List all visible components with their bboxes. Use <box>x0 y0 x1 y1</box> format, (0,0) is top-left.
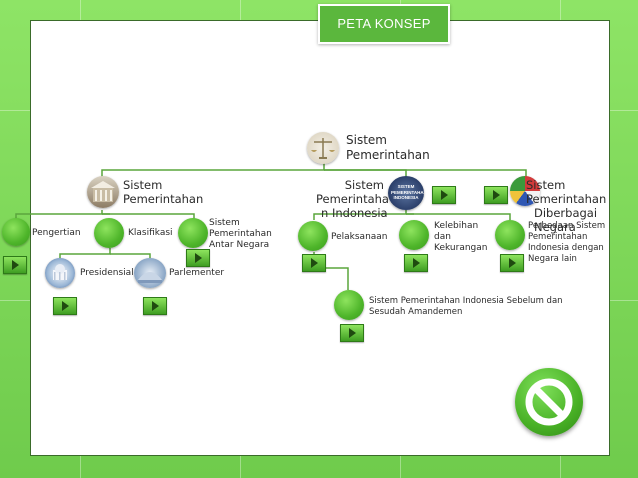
middle-label-line: n Indonesia <box>321 206 388 220</box>
middle-label-line: Sistem <box>344 178 384 192</box>
connector <box>313 210 407 220</box>
scales-icon <box>307 132 339 164</box>
sebelum-sesudah-line: Sistem Pemerintahan Indonesia Sebelum da… <box>369 296 563 306</box>
connector <box>15 210 103 220</box>
sebelum-sesudah-node[interactable] <box>334 290 364 320</box>
middle-label: Sistem Pemerintaha <box>316 178 389 206</box>
building-icon[interactable] <box>87 176 119 208</box>
presidensial-label: Presidensial <box>80 268 134 278</box>
kelebihan-line: Kelebihan <box>434 221 479 231</box>
badge-line: SISTEM <box>397 184 415 189</box>
play-icon[interactable] <box>432 186 456 204</box>
stop-symbol <box>525 378 573 426</box>
pelaksanaan-label: Pelaksanaan <box>331 232 388 242</box>
connector <box>324 169 407 178</box>
right-label: Sistem Pemerintahan Diberbagai Negara <box>526 178 638 234</box>
kelebihan-line: dan <box>434 232 451 242</box>
presidensial-icon[interactable] <box>45 258 75 288</box>
kelebihan-label: Kelebihan dan Kekurangan <box>434 221 487 254</box>
play-icon[interactable] <box>302 254 326 272</box>
indonesia-badge-icon[interactable]: SISTEM PEMERINTAHAN INDONESIA <box>388 176 424 210</box>
parlementer-icon[interactable] <box>134 258 166 288</box>
connector <box>406 213 511 220</box>
right-label-line: Diberbagai Negara <box>534 206 598 234</box>
play-icon[interactable] <box>484 186 508 204</box>
perbedaan-line: Pemerintahan <box>528 232 588 242</box>
pengertian-node[interactable] <box>2 218 30 246</box>
klasifikasi-node[interactable] <box>94 218 124 248</box>
pelaksanaan-node[interactable] <box>298 221 328 251</box>
slide-title: PETA KONSEP <box>318 4 450 44</box>
kelebihan-line: Kekurangan <box>434 243 488 253</box>
play-icon[interactable] <box>3 256 27 274</box>
root-label-line: Sistem <box>346 133 387 147</box>
perbedaan-line: Negara lain <box>528 254 577 264</box>
parlementer-label: Parlementer <box>169 268 225 278</box>
flags-icon[interactable] <box>510 176 540 206</box>
perbedaan-label: Perbedaan Sistem Pemerintahan Indonesia … <box>528 221 605 265</box>
perbedaan-line: Indonesia dengan <box>528 243 604 253</box>
play-icon[interactable] <box>186 249 210 267</box>
connector <box>59 248 111 258</box>
antar-negara-line: Sistem <box>209 218 240 228</box>
perbedaan-node[interactable] <box>495 220 525 250</box>
play-icon[interactable] <box>500 254 524 272</box>
play-icon[interactable] <box>143 297 167 315</box>
root-label-line: Pemerintahan <box>346 148 430 162</box>
antar-negara-node[interactable] <box>178 218 208 248</box>
play-icon[interactable] <box>404 254 428 272</box>
antar-negara-label: Sistem Pemerintahan Antar Negara <box>209 218 272 251</box>
left-label-line: Pemerintahan <box>123 192 204 206</box>
pengertian-label: Pengertian <box>32 228 81 238</box>
badge-line: PEMERINTAHAN <box>391 189 424 195</box>
play-icon[interactable] <box>53 297 77 315</box>
left-label-line: Sistem <box>123 178 163 192</box>
middle-label-line: Pemerintaha <box>316 192 389 206</box>
badge-line: INDONESIA <box>393 195 419 200</box>
badge-text: SISTEM PEMERINTAHAN INDONESIA <box>391 184 424 201</box>
klasifikasi-label: Klasifikasi <box>128 228 173 238</box>
connector <box>101 163 325 178</box>
root-label: Sistem Pemerintahan <box>346 133 430 163</box>
stop-icon[interactable] <box>515 368 583 436</box>
sebelum-sesudah-label: Sistem Pemerintahan Indonesia Sebelum da… <box>369 296 563 318</box>
antar-negara-line: Pemerintahan <box>209 229 272 239</box>
play-icon[interactable] <box>340 324 364 342</box>
kelebihan-node[interactable] <box>399 220 429 250</box>
left-label: Sistem Pemerintahan <box>123 178 203 206</box>
antar-negara-line: Antar Negara <box>209 240 270 250</box>
connector <box>324 169 527 178</box>
sebelum-sesudah-line: Sesudah Amandemen <box>369 307 463 317</box>
perbedaan-line: Perbedaan Sistem <box>528 221 606 231</box>
connector <box>110 253 151 258</box>
right-label-line: Sistem Pemerintahan <box>526 178 607 206</box>
